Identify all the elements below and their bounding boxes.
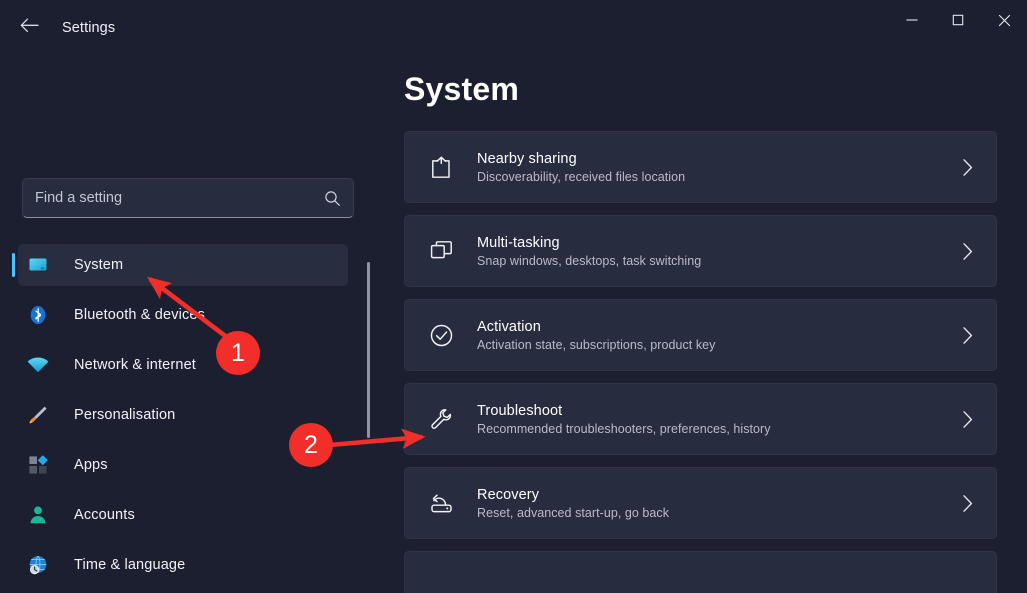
sidebar-item-label: Bluetooth & devices	[74, 307, 206, 323]
sidebar-scrollbar[interactable]	[367, 262, 370, 438]
maximize-button[interactable]	[935, 0, 981, 40]
share-icon	[405, 131, 477, 203]
chevron-right-icon[interactable]	[938, 299, 996, 371]
close-icon	[998, 14, 1010, 26]
chevron-right-icon[interactable]	[938, 467, 996, 539]
close-button[interactable]	[981, 0, 1027, 40]
card-multi-tasking[interactable]: Multi-tasking Snap windows, desktops, ta…	[404, 215, 997, 287]
sidebar-item-label: System	[74, 257, 124, 273]
card-title: Nearby sharing	[477, 150, 577, 167]
main-content: System Nearby sharing Discoverability, r…	[388, 48, 1027, 593]
sidebar-item-accounts[interactable]: Accounts	[18, 494, 348, 536]
wrench-icon	[405, 383, 477, 455]
card-text: Activation Activation state, subscriptio…	[477, 319, 938, 352]
card-subtitle: Reset, advanced start-up, go back	[477, 505, 670, 520]
sidebar-nav: System Bluetooth & devices	[0, 244, 368, 593]
card-nearby-sharing[interactable]: Nearby sharing Discoverability, received…	[404, 131, 997, 203]
minimize-button[interactable]	[889, 0, 935, 40]
card-partial-next[interactable]	[404, 551, 997, 593]
maximize-icon	[952, 14, 964, 26]
bluetooth-icon	[18, 294, 58, 336]
recovery-drive-icon	[405, 467, 477, 539]
sidebar-item-label: Network & internet	[74, 357, 196, 373]
card-subtitle: Activation state, subscriptions, product…	[477, 337, 716, 352]
card-activation[interactable]: Activation Activation state, subscriptio…	[404, 299, 997, 371]
sidebar-item-system[interactable]: System	[12, 244, 348, 286]
search-container	[22, 178, 354, 218]
card-subtitle: Discoverability, received files location	[477, 169, 686, 184]
back-button[interactable]	[12, 10, 46, 40]
sidebar-item-label: Time & language	[74, 557, 186, 573]
sidebar-item-time-language[interactable]: Time & language	[18, 544, 348, 586]
window-controls	[889, 0, 1027, 40]
check-circle-icon	[405, 299, 477, 371]
paintbrush-icon	[18, 394, 58, 436]
card-title: Multi-tasking	[477, 234, 560, 251]
settings-card-list: Nearby sharing Discoverability, received…	[404, 131, 997, 593]
back-arrow-icon	[20, 18, 39, 32]
card-troubleshoot[interactable]: Troubleshoot Recommended troubleshooters…	[404, 383, 997, 455]
sidebar-item-apps[interactable]: Apps	[18, 444, 348, 486]
sidebar-item-label: Accounts	[74, 507, 135, 523]
search-icon[interactable]	[315, 179, 349, 217]
card-text: Multi-tasking Snap windows, desktops, ta…	[477, 235, 938, 268]
card-title: Activation	[477, 318, 541, 335]
card-text: Troubleshoot Recommended troubleshooters…	[477, 403, 938, 436]
sidebar-item-label: Apps	[74, 457, 108, 473]
wifi-icon	[18, 344, 58, 386]
card-subtitle: Snap windows, desktops, task switching	[477, 253, 702, 268]
page-title: System	[404, 71, 520, 107]
sidebar: System Bluetooth & devices	[0, 48, 388, 593]
sidebar-item-label: Personalisation	[74, 407, 176, 423]
minimize-icon	[906, 19, 918, 21]
card-text: Recovery Reset, advanced start-up, go ba…	[477, 487, 938, 520]
sidebar-item-personalisation[interactable]: Personalisation	[18, 394, 348, 436]
search-box[interactable]	[22, 178, 354, 218]
sidebar-item-network-internet[interactable]: Network & internet	[18, 344, 348, 386]
apps-grid-icon	[18, 444, 58, 486]
card-recovery[interactable]: Recovery Reset, advanced start-up, go ba…	[404, 467, 997, 539]
chevron-right-icon[interactable]	[938, 131, 996, 203]
card-title: Troubleshoot	[477, 402, 563, 419]
search-input[interactable]	[23, 190, 315, 206]
monitor-icon	[18, 244, 58, 286]
chevron-right-icon[interactable]	[938, 383, 996, 455]
window-title: Settings	[62, 20, 116, 36]
card-title: Recovery	[477, 486, 540, 503]
chevron-right-icon[interactable]	[938, 215, 996, 287]
card-subtitle: Recommended troubleshooters, preferences…	[477, 421, 771, 436]
sidebar-item-bluetooth-devices[interactable]: Bluetooth & devices	[18, 294, 348, 336]
person-icon	[18, 494, 58, 536]
title-bar: Settings	[0, 0, 1027, 48]
windows-stack-icon	[405, 215, 477, 287]
globe-clock-icon	[18, 544, 58, 586]
card-text: Nearby sharing Discoverability, received…	[477, 151, 938, 184]
